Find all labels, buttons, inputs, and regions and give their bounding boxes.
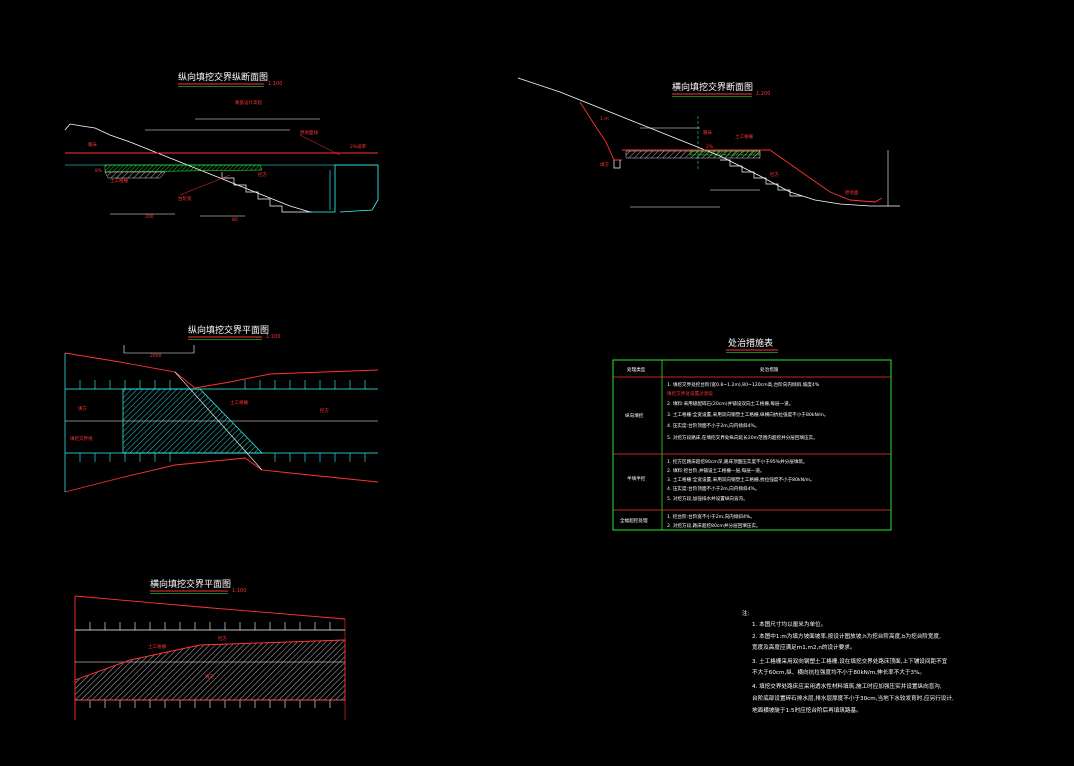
d1-scale: 1:100 xyxy=(268,81,282,87)
table-row2-type: 半填半挖 xyxy=(627,475,646,482)
d2-label-d: 原地面 xyxy=(845,189,859,196)
note-line-2: 2. 本图中1:m为填方坡面坡率,按设计图放坡,h为挖台阶高度,b为挖台阶宽度, xyxy=(752,632,941,640)
d4-label-b: 挖方 xyxy=(218,635,227,642)
d1-steps xyxy=(221,172,312,213)
notes-heading: 注: xyxy=(742,609,750,617)
d4-boundary-red xyxy=(74,639,346,681)
d3-diagonal xyxy=(174,371,263,471)
d1-label-h: 200 xyxy=(145,214,154,220)
d1-label-d: 台阶宽 xyxy=(178,195,192,202)
d2-title: 横向填挖交界断面图 xyxy=(672,81,753,93)
d4-label-a: 土工格栅 xyxy=(148,643,166,650)
d1-label-a: 路床 xyxy=(88,141,97,148)
d1-label-c: 土工格栅 xyxy=(110,177,128,184)
d2-scale: 1:200 xyxy=(756,91,770,97)
d3-label-e: 2000 xyxy=(150,353,162,359)
table-row3-type: 全幅超挖处理 xyxy=(620,517,648,524)
d1-title: 纵向填挖交界纵断面图 xyxy=(178,71,268,83)
d2-label-c: 挖方 xyxy=(770,171,779,178)
d3-label-a: 填方 xyxy=(78,405,87,412)
d1-label-e: 原地面线 xyxy=(300,129,318,136)
note-line-7: 台阶底部设置碎石排水层,排水层厚度不小于30cm,当地下水较发育时,应另行设计, xyxy=(752,694,954,702)
table-col2-header: 处治措施 xyxy=(760,366,779,373)
d4-ticks-top xyxy=(89,622,331,630)
d2-label-f: 2% xyxy=(706,144,714,150)
d1-label-top1: 路基设计高程 xyxy=(235,99,262,106)
table-row3-item2: 2. 对挖方段,路床超挖80cm并分层回填压实。 xyxy=(667,522,761,529)
d1-fill-hatch xyxy=(104,171,166,179)
note-line-6: 4. 填挖交界处路床应采用透水性材料填筑,施工时应加强压实并设置纵向盲沟, xyxy=(752,682,942,690)
table-title: 处治措施表 xyxy=(728,337,773,349)
d2-cut-slope xyxy=(769,149,883,203)
d1-leader-1 xyxy=(179,174,231,196)
d3-title: 纵向填挖交界平面图 xyxy=(188,324,269,336)
d3-ticks-bottom xyxy=(79,453,366,462)
d1-label-g: 80 xyxy=(232,217,238,223)
note-line-4: 3. 土工格栅采用双向钢塑土工格栅,设在填挖交界处路床顶面,上下铺设间距不宜 xyxy=(752,657,948,665)
table-row3-item1: 1. 挖台阶:台阶宽不小于2m,向内倾斜4%。 xyxy=(667,513,755,520)
table-row1-item1: 1. 填挖交界处挖台阶(宽0.8~1.2m),80~120cm高,台阶向内倾斜,… xyxy=(667,381,820,388)
table-row2-item5: 5. 对挖方段,加强排水并设置纵向盲沟。 xyxy=(667,495,748,502)
drawing-transverse-plan: 横向填挖交界平面图 1:100 土工格栅 挖方 填方 xyxy=(74,578,346,720)
table-col1-header: 处理类型 xyxy=(627,366,646,373)
d1-label-top2: 2%坡率 xyxy=(350,143,367,150)
d2-steps xyxy=(720,159,802,197)
d3-dim-top xyxy=(123,345,195,354)
d1-leader-2 xyxy=(299,134,341,156)
d3-label-b: 挖方 xyxy=(320,407,329,414)
table-row1-item4: 3. 土工格栅:全宽设置,采用双向钢塑土工格栅,纵横向抗拉强度不小于80kN/m… xyxy=(667,411,829,418)
treatment-table: 处治措施表 处理类型 处治措施 纵向填挖 1. 填挖交界处挖台阶(宽0.8~1.… xyxy=(612,337,892,531)
d3-scale: 1:100 xyxy=(266,334,280,340)
d3-label-c: 土工格栅 xyxy=(230,399,248,406)
table-row2-item4: 4. 压实度:台阶顶面不小于2m,向内倾斜4%。 xyxy=(667,485,759,492)
d3-bottom-boundary xyxy=(64,457,379,493)
table-row1-item5: 4. 压实度:台阶顶面不小于2m,向内倾斜4%。 xyxy=(667,422,759,429)
d1-label-b: 8% xyxy=(95,168,103,174)
d3-top-boundary xyxy=(64,352,379,389)
table-frame xyxy=(612,359,892,531)
d2-label-b: 土工格栅 xyxy=(735,133,753,140)
drawing-longitudinal-plan: 纵向填挖交界平面图 1:100 xyxy=(64,324,379,493)
d1-right-retaining xyxy=(310,164,379,213)
note-line-8: 地面横坡陡于1:5时应挖台阶后再填筑路基。 xyxy=(752,706,862,714)
table-row2-item3: 3. 土工格栅:全宽设置,采用双向钢塑土工格栅,抗拉强度不小于80kN/m。 xyxy=(667,476,815,483)
d4-label-c: 填方 xyxy=(205,673,214,680)
d2-ground-line xyxy=(517,77,900,207)
table-row2-item1: 1. 挖方区路床超挖80cm深,路床顶面压实度不小于95%并分层填筑。 xyxy=(667,458,808,465)
d2-geogrid-band xyxy=(689,150,761,156)
d2-label-g: 1:m xyxy=(600,116,609,122)
d1-label-f: 挖方 xyxy=(258,171,267,178)
notes-block: 注: 1. 本图尺寸均以厘米为单位。 2. 本图中1:m为填方坡面坡率,按设计图… xyxy=(742,609,954,714)
d3-hatched-zone xyxy=(122,388,263,454)
d4-hatched-zone xyxy=(74,639,346,701)
table-row1-item2: 填挖交界处设置过渡段 xyxy=(667,390,713,397)
d2-fill-slope xyxy=(579,101,622,161)
table-row1-item3: 2. 填料:采用级配碎石(20cm)并铺设双向土工格栅,每层一道。 xyxy=(667,400,793,407)
table-row1-type: 纵向填挖 xyxy=(625,412,644,419)
d4-scale: 1:100 xyxy=(232,588,246,594)
d2-label-a: 填方 xyxy=(600,161,609,168)
d2-ditch-left xyxy=(613,160,621,169)
note-line-1: 1. 本图尺寸均以厘米为单位。 xyxy=(752,620,826,628)
drawing-longitudinal-section: 纵向填挖交界纵断面图 1:100 路基设计高程 2%坡率 路床 8% 土工格栅 … xyxy=(64,71,379,223)
d4-top-boundary xyxy=(74,595,346,620)
d3-ticks-top xyxy=(79,380,366,389)
d3-label-d: 填挖交界线 xyxy=(70,435,93,442)
d4-ticks-bottom xyxy=(89,700,331,708)
d1-geogrid-band xyxy=(104,164,263,173)
table-row2-item2: 2. 填料:挖台阶,并铺设土工格栅一层,每层一道。 xyxy=(667,467,765,474)
d2-label-e: 路床 xyxy=(703,129,712,136)
d4-title: 横向填挖交界平面图 xyxy=(150,578,231,590)
table-row1-item6: 5. 对挖方段路床,在填挖交界处纵向延长20m范围内超挖并分层回填压实。 xyxy=(667,434,818,441)
d1-ground-line xyxy=(64,123,311,213)
note-line-3: 宽度及高度应满足m1,m2,n的设计要求。 xyxy=(752,643,855,651)
note-line-5: 不大于60cm,纵、横向抗拉强度均不小于80kN/m,伸长率不大于3%。 xyxy=(752,668,925,676)
drawing-transverse-section: 横向填挖交界断面图 1:200 填方 土工格栅 挖方 原地面 路床 2% 1:m xyxy=(517,77,900,208)
